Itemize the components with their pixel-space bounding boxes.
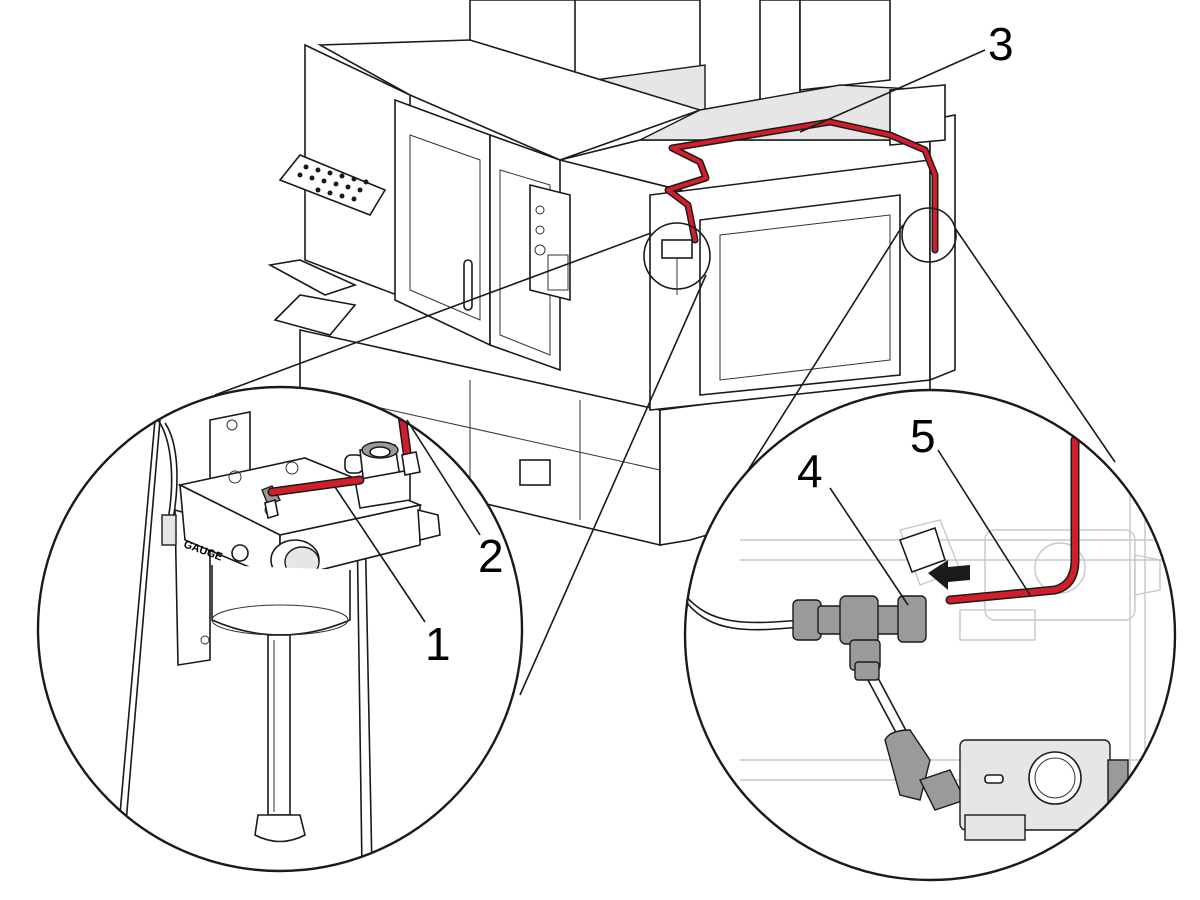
magnifier-ring-right <box>683 388 1177 882</box>
base-label-plate <box>519 459 551 486</box>
magnifier-ring-left <box>36 385 524 873</box>
side-shelf <box>267 259 358 296</box>
door-handle <box>463 259 473 311</box>
control-box <box>529 183 571 302</box>
callout-5: 5 <box>910 410 936 462</box>
detail-marker-right <box>901 207 957 263</box>
leader-1 <box>334 486 426 623</box>
leader-right-upper <box>744 224 904 476</box>
tee-fitting <box>792 599 822 641</box>
leader-left-lower <box>519 274 707 696</box>
air-hose-route <box>664 118 939 254</box>
leader-left-upper <box>214 232 652 396</box>
leader-3 <box>799 49 986 133</box>
callout-2: 2 <box>478 530 504 582</box>
leader-4 <box>829 487 909 606</box>
callout-4: 4 <box>797 445 823 497</box>
leader-5 <box>937 449 1031 596</box>
insert-direction-arrow <box>928 560 970 590</box>
regulator-small <box>661 239 693 295</box>
leader-right-lower <box>954 227 1116 463</box>
callout-3: 3 <box>988 18 1014 70</box>
magnified-detail-left: GAUGE <box>38 387 522 871</box>
tool-tray <box>278 154 387 216</box>
callout-1: 1 <box>425 618 451 670</box>
leader-2 <box>406 419 481 536</box>
